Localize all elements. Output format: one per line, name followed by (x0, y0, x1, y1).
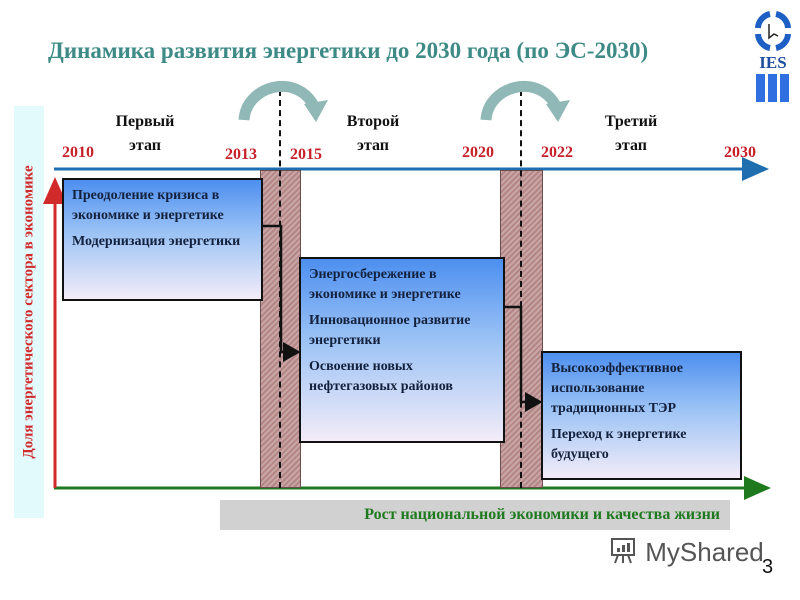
stage-label-2: Второй этап (328, 110, 418, 158)
goal-item: Освоение новых нефтегазовых районов (309, 359, 453, 394)
watermark-text: MyShared (645, 537, 764, 567)
year-label: 2020 (462, 144, 494, 161)
stage-3-goals-box: Высокоэффективное использование традицио… (541, 351, 742, 480)
stage-label-1: Первый этап (100, 110, 190, 158)
transition-arrow-icon-2 (480, 80, 570, 122)
stage-1-subtitle: этап (129, 137, 161, 154)
ies-logo-icon: IES (750, 8, 796, 103)
stage-2-title: Второй (346, 113, 400, 130)
page-number: 3 (762, 556, 774, 578)
stage-2-subtitle: этап (357, 137, 389, 154)
goal-item: Энергосбережение в экономике и энергетик… (309, 267, 461, 302)
stage-2-goals-box: Энергосбережение в экономике и энергетик… (299, 257, 505, 443)
stage-3-subtitle: этап (615, 137, 647, 154)
year-label: 2013 (225, 146, 257, 163)
myshared-watermark: MyShared (608, 535, 764, 568)
stage-divider-2 (520, 90, 522, 488)
year-label: 2030 (724, 144, 756, 161)
goal-item: Переход к энергетике будущего (551, 427, 687, 462)
stage-3-title: Третий (604, 113, 658, 130)
stage-1-title: Первый (115, 113, 175, 130)
page-title: Динамика развития энергетики до 2030 год… (48, 38, 649, 63)
goal-item: Модернизация энергетики (72, 234, 241, 249)
year-label: 2022 (541, 144, 573, 161)
year-label: 2015 (290, 146, 322, 163)
goal-item: Преодоление кризиса в экономике и энерге… (72, 188, 224, 223)
stage-1-goals-box: Преодоление кризиса в экономике и энерге… (62, 178, 263, 301)
svg-text:IES: IES (759, 53, 786, 72)
stage-label-3: Третий этап (586, 110, 676, 158)
goal-item: Инновационное развитие энергетики (309, 313, 471, 348)
transition-arrow-icon-1 (238, 80, 328, 122)
y-axis-label-background (14, 106, 44, 518)
year-label: 2010 (62, 144, 94, 161)
x-axis-label: Рост национальной экономики и качества ж… (220, 500, 730, 530)
goal-item: Высокоэффективное использование традицио… (551, 361, 683, 416)
presentation-board-icon (611, 538, 635, 564)
